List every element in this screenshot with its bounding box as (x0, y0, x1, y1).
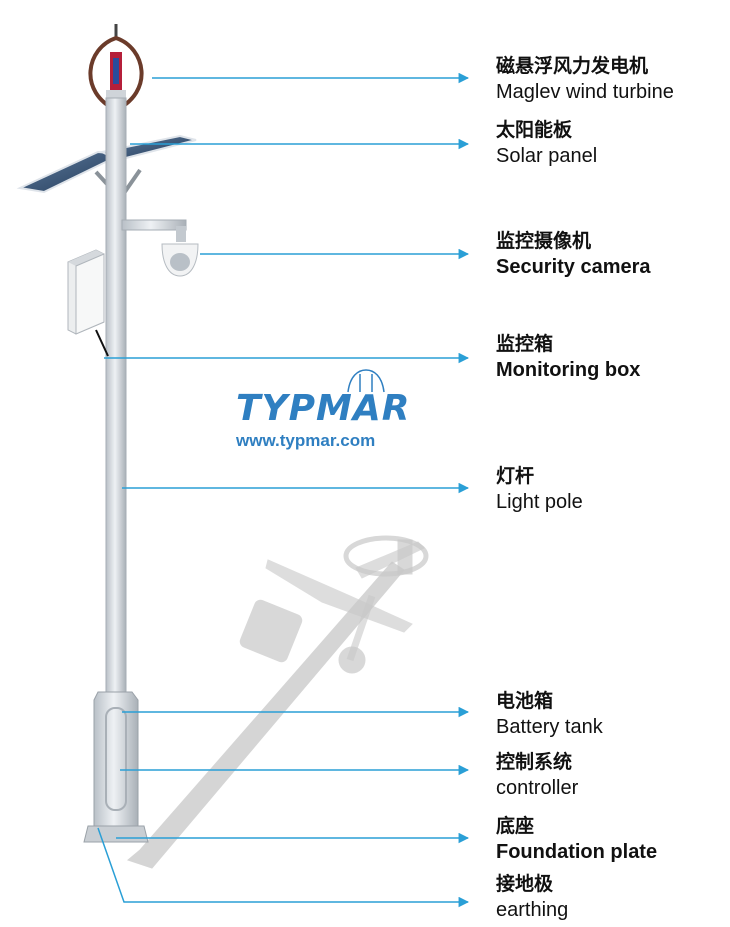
logo-url: www.typmar.com (236, 431, 376, 450)
logo-emblem-icon (347, 369, 385, 393)
light-pole (105, 97, 127, 701)
leader-lines (97, 72, 470, 908)
pole-shadow (126, 535, 429, 869)
label-earthing: 接地极 earthing (496, 873, 569, 921)
security-camera (121, 219, 199, 277)
label-foundation-plate: 底座 Foundation plate (496, 815, 658, 863)
monitoring-box (67, 249, 109, 357)
label-controller: 控制系统 controller (496, 751, 579, 799)
label-solar-panel: 太阳能板 Solar panel (496, 119, 598, 167)
label-security-camera: 监控摄像机 Security camera (496, 230, 651, 278)
maglev-wind-turbine (88, 24, 144, 113)
typmar-logo: TYPMAR www.typmar.com (236, 388, 416, 451)
label-battery-tank: 电池箱 Battery tank (496, 690, 603, 738)
label-light-pole: 灯杆 Light pole (496, 465, 583, 513)
label-maglev-wind-turbine: 磁悬浮风力发电机 Maglev wind turbine (496, 55, 674, 103)
logo-brand: TYPMAR (236, 388, 411, 429)
battery-tank-base (83, 691, 149, 843)
label-monitoring-box: 监控箱 Monitoring box (496, 333, 641, 381)
